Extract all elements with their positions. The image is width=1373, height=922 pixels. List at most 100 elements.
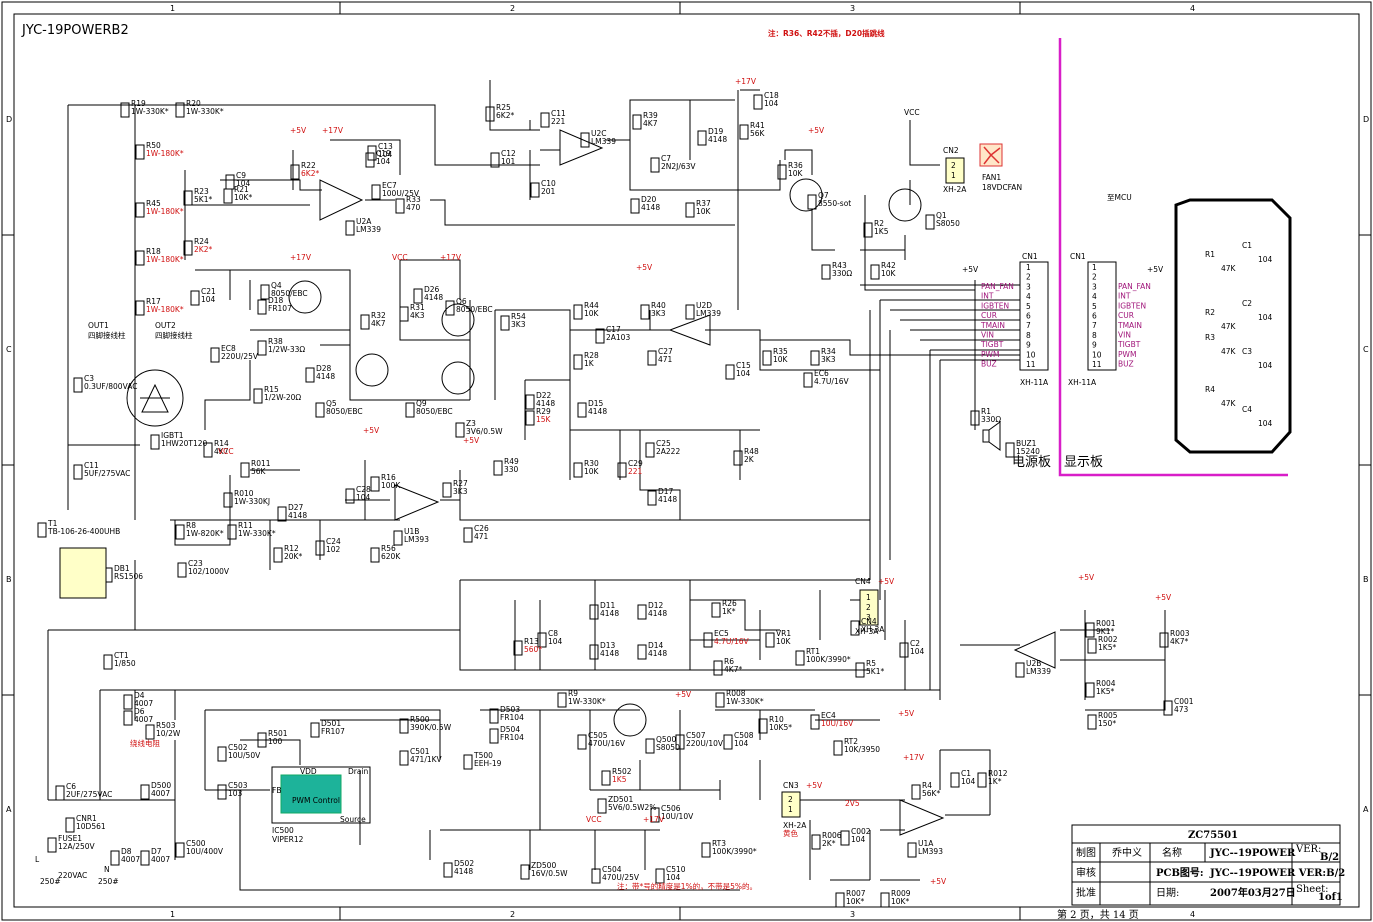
part-body <box>950 772 960 788</box>
part-ref: D500 <box>151 781 171 790</box>
part-body <box>217 784 227 800</box>
part-body <box>711 602 721 618</box>
frame-col-label: 4 <box>1190 4 1195 13</box>
part-value: 471 <box>658 355 673 364</box>
part-value: 10K <box>788 169 804 178</box>
part-ref: Q4 <box>271 281 282 290</box>
part-ref: RT2 <box>844 737 858 746</box>
part-ref: R40 <box>651 301 666 310</box>
part-body <box>685 304 695 320</box>
part-ref: C503 <box>228 781 248 790</box>
part-body <box>135 202 145 218</box>
part-ref: R14 <box>214 439 229 448</box>
mcu-part-value: 47K <box>1221 347 1237 356</box>
part-value: 0.3UF/800VAC <box>84 382 137 391</box>
part-value: 56K* <box>922 789 940 798</box>
part-value: 104 <box>201 295 216 304</box>
cn1-right-ref: CN1 <box>1070 252 1086 261</box>
part-ref: R13 <box>524 637 539 646</box>
sheet-value: 1of1 <box>1318 892 1343 903</box>
part-value: XH-3A <box>861 625 885 634</box>
part-value: 104 <box>736 369 751 378</box>
part-body <box>223 188 233 204</box>
part-ref: R8 <box>186 521 196 530</box>
part-value: 104 <box>961 777 976 786</box>
pcb-value: JYC--19POWER VER:B/2 <box>1209 868 1345 879</box>
part-body <box>640 304 650 320</box>
part-body <box>273 547 283 563</box>
part-value: 150* <box>1098 719 1116 728</box>
cn1-left-pin-number: 6 <box>1026 312 1031 321</box>
part-ref: R003 <box>1170 629 1190 638</box>
supply-5v: +5V <box>1078 573 1095 582</box>
part-ref: DB1 <box>114 564 130 573</box>
part-body <box>47 837 57 853</box>
part-ref: C26 <box>474 524 489 533</box>
cn1-left-type: XH-11A <box>1020 378 1049 387</box>
mcu-part-value: 104 <box>1258 361 1273 370</box>
part-value: 4K7* <box>724 665 742 674</box>
part-ref: R25 <box>496 103 511 112</box>
part-value: 102 <box>326 545 341 554</box>
part-body <box>1005 442 1015 458</box>
part-body <box>315 540 325 556</box>
part-ref: R004 <box>1096 679 1116 688</box>
cn3-type: XH-2A <box>783 821 807 830</box>
part-body <box>870 264 880 280</box>
part-ref: R27 <box>453 479 468 488</box>
supply-5v: +5V <box>636 263 653 272</box>
part-value: 1K5* <box>1096 687 1114 696</box>
part-body <box>225 174 235 190</box>
part-value: 10K <box>881 269 897 278</box>
part-value: 1K* <box>988 777 1002 786</box>
cn1-left-signal: INT <box>981 292 994 301</box>
part-value: 4007 <box>151 855 170 864</box>
part-body <box>577 402 587 418</box>
part-value: 3K3 <box>651 309 666 318</box>
frame-col-label: 4 <box>1190 910 1195 919</box>
cn1-right-pin-number: 8 <box>1092 331 1097 340</box>
part-value: 4148 <box>588 407 607 416</box>
approve-label: 批准 <box>1076 886 1096 899</box>
part-ref: R45 <box>146 199 161 208</box>
part-body <box>595 328 605 344</box>
part-value: 1/2W-20Ω <box>264 393 301 402</box>
part-ref: T1 <box>47 519 58 528</box>
part-value: 6K2* <box>496 111 514 120</box>
part-value: LM339 <box>1026 667 1051 676</box>
cn1-right-pin-number: 7 <box>1092 321 1097 330</box>
part-body <box>540 112 550 128</box>
part-ref: C506 <box>661 804 681 813</box>
part-ref: C6 <box>66 782 76 791</box>
fan-icon <box>979 143 1003 167</box>
cn1-right-signal: TMAIN <box>1117 321 1142 330</box>
part-body <box>399 718 409 734</box>
part-body <box>103 654 113 670</box>
component-symbols <box>37 94 1173 908</box>
part-value: 5K1* <box>194 195 212 204</box>
part-body <box>577 734 587 750</box>
part-value: 4K7 <box>214 447 229 456</box>
cn2-type: XH-2A <box>943 185 967 194</box>
part-value: 10U/16V <box>821 719 854 728</box>
cn1-left-5v: +5V <box>962 265 979 274</box>
frame-row-label: C <box>1363 345 1369 354</box>
part-ref: R16 <box>381 473 396 482</box>
part-body <box>525 410 535 426</box>
part-body <box>395 198 405 214</box>
part-value: 4148 <box>424 293 443 302</box>
part-body <box>723 734 733 750</box>
frame-col-label: 1 <box>170 4 175 13</box>
cn3-pin: 2 <box>788 795 793 804</box>
part-value: 3K3 <box>821 355 836 364</box>
part-body <box>703 632 713 648</box>
part-ref: C9 <box>236 171 246 180</box>
part-body <box>150 434 160 450</box>
frame-row-label: A <box>6 805 12 814</box>
part-body <box>675 734 685 750</box>
part-value: 2UF/275VAC <box>66 790 112 799</box>
part-body <box>455 422 465 438</box>
part-body <box>833 740 843 756</box>
